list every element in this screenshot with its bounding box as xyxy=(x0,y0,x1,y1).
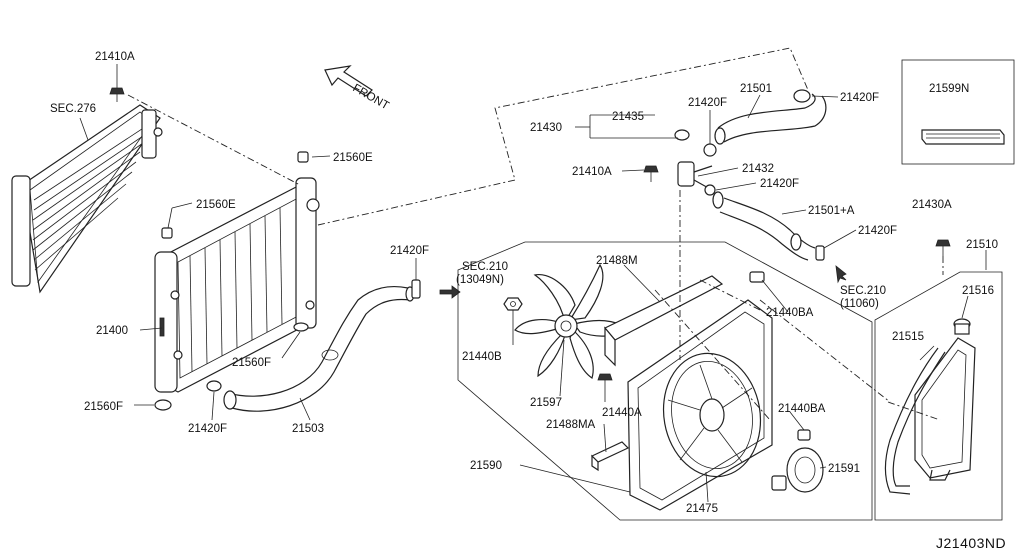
bolt-21430A xyxy=(935,239,951,256)
label-21400: 21400 xyxy=(96,325,128,337)
label-21501: 21501 xyxy=(740,83,772,95)
bolt-21410A-mid xyxy=(643,165,659,182)
label-21432: 21432 xyxy=(742,163,774,175)
label-21503: 21503 xyxy=(292,423,324,435)
label-front: FRONT xyxy=(351,82,391,112)
mount-21560E-left xyxy=(161,227,173,239)
clamp-21420F-upper xyxy=(703,143,717,157)
kit-box xyxy=(901,59,1015,165)
label-21440BA-low: 21440BA xyxy=(778,403,826,415)
upper-hose xyxy=(714,93,827,145)
kit-21599N xyxy=(921,129,1005,145)
condenser xyxy=(11,104,163,294)
label-21420F-top: 21420F xyxy=(840,92,879,104)
label-21440BA-top: 21440BA xyxy=(766,307,814,319)
mount-21560F-right xyxy=(293,322,309,332)
bolt-21440A xyxy=(597,373,613,390)
label-21516: 21516 xyxy=(962,285,994,297)
hose-21501A xyxy=(712,191,816,261)
label-21488MA: 21488MA xyxy=(546,419,596,431)
label-21435: 21435 xyxy=(612,111,644,123)
label-21430: 21430 xyxy=(530,122,562,134)
diagram-id: J21403ND xyxy=(936,535,1006,551)
clamp-21420F-far xyxy=(815,245,825,261)
motor-21591 xyxy=(771,447,824,493)
fan-21597 xyxy=(514,263,630,379)
label-21410A-mid: 21410A xyxy=(572,166,612,178)
clamp-21420F-top xyxy=(793,89,811,103)
label-21420F-right: 21420F xyxy=(760,178,799,190)
label-21591: 21591 xyxy=(828,463,860,475)
label-21515: 21515 xyxy=(892,331,924,343)
label-21560E-right: 21560E xyxy=(333,152,373,164)
reference-line-fan xyxy=(654,190,891,421)
label-21420F-bottom: 21420F xyxy=(188,423,227,435)
label-21420F-mid: 21420F xyxy=(390,245,429,257)
label-21410A-top: 21410A xyxy=(95,51,135,63)
label-21501A: 21501+A xyxy=(808,205,855,217)
reference-line-upper xyxy=(127,47,809,226)
shroud-21590 xyxy=(627,299,773,511)
label-21420F-upper: 21420F xyxy=(688,97,727,109)
clamp-21420F-right xyxy=(704,184,716,196)
label-21560F-right: 21560F xyxy=(232,357,271,369)
cap-21435 xyxy=(674,129,690,141)
nut-21440B xyxy=(503,297,523,311)
reference-line-reservoir xyxy=(887,256,944,421)
label-21590: 21590 xyxy=(470,460,502,472)
clamp-21420F-mid xyxy=(411,279,421,299)
label-sec276: SEC.276 xyxy=(50,103,96,115)
clamp-21420F-bottom xyxy=(206,380,222,392)
arrow-sec210a xyxy=(439,285,461,299)
radiator xyxy=(154,177,320,393)
reservoir-tank-21510 xyxy=(914,337,976,481)
fan-assembly-boundary xyxy=(457,241,873,521)
label-21440A: 21440A xyxy=(602,407,642,419)
arrow-sec210b xyxy=(835,265,847,284)
cap-21516 xyxy=(953,318,971,335)
label-sec210a-ref: (13049N) xyxy=(456,274,504,286)
front-arrow xyxy=(324,65,373,97)
label-sec210b: SEC.210 xyxy=(840,285,886,297)
label-21430A: 21430A xyxy=(912,199,952,211)
label-21597: 21597 xyxy=(530,397,562,409)
label-21475: 21475 xyxy=(686,503,718,515)
leader-lines xyxy=(79,64,987,503)
clip-21440BA-low xyxy=(797,429,811,441)
bolt-21410A-top xyxy=(109,87,125,102)
label-21560F-left: 21560F xyxy=(84,401,123,413)
hose-21515 xyxy=(884,347,946,495)
mount-21560E-right xyxy=(297,151,309,163)
mount-21560F-left xyxy=(154,399,172,411)
reservoir-boundary xyxy=(874,271,1003,521)
label-21510: 21510 xyxy=(966,239,998,251)
label-21599N: 21599N xyxy=(929,83,969,95)
label-sec210a: SEC.210 xyxy=(462,261,508,273)
label-21420F-far: 21420F xyxy=(858,225,897,237)
label-sec210b-ref: (11060) xyxy=(840,298,879,310)
clip-21440BA-top xyxy=(749,271,765,283)
seal-21488MA xyxy=(590,441,630,472)
label-21488M: 21488M xyxy=(596,255,638,267)
label-21560E-left: 21560E xyxy=(196,199,236,211)
label-21440B: 21440B xyxy=(462,351,502,363)
seal-21488M xyxy=(604,275,724,367)
